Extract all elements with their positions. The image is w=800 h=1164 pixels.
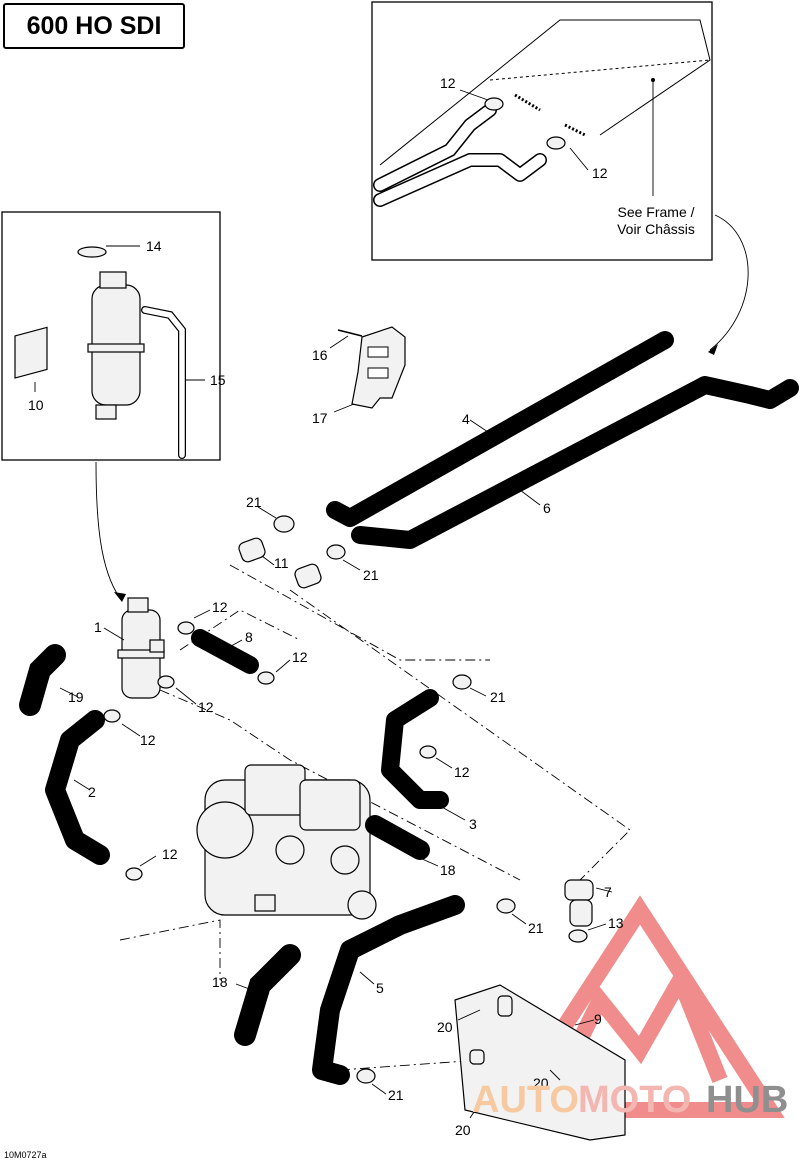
callout-18: 18 bbox=[212, 974, 228, 990]
hose-19 bbox=[19, 644, 66, 716]
reservoir-inset bbox=[1, 211, 221, 461]
callout-3: 3 bbox=[469, 816, 477, 832]
watermark-text-hub: HUB bbox=[706, 1079, 788, 1121]
hose-8 bbox=[191, 629, 259, 674]
watermark-triangle bbox=[495, 895, 785, 1118]
routing-line-a bbox=[229, 564, 490, 661]
hose-4 bbox=[326, 331, 674, 527]
watermark-text-moto: MOTO bbox=[578, 1079, 691, 1121]
clamp-13 bbox=[568, 929, 588, 943]
frame-arrow-head bbox=[708, 344, 718, 355]
callout-4: 4 bbox=[462, 411, 470, 427]
hose-18b bbox=[234, 944, 301, 1046]
clamp-12e bbox=[125, 867, 143, 881]
frame-inset bbox=[371, 1, 713, 261]
heat-exchanger-9 bbox=[454, 984, 626, 1141]
routing-line-e bbox=[119, 919, 221, 980]
drawing-reference-code: 10M0727a bbox=[4, 1150, 47, 1160]
connector-11b bbox=[294, 563, 322, 589]
engine bbox=[196, 764, 377, 920]
clamp-21b bbox=[326, 544, 346, 560]
callout-12: 12 bbox=[140, 732, 156, 748]
callout-14: 14 bbox=[146, 238, 162, 254]
callout-21: 21 bbox=[490, 689, 506, 705]
callout-20: 20 bbox=[533, 1075, 549, 1091]
clamp-12a bbox=[177, 621, 195, 635]
callout-20: 20 bbox=[455, 1122, 471, 1138]
model-title: 600 HO SDI bbox=[3, 3, 185, 49]
hose-18a bbox=[365, 815, 430, 860]
callout-10: 10 bbox=[28, 397, 44, 413]
clamp-21a bbox=[273, 515, 295, 533]
see-frame-line-1: See Frame / bbox=[617, 204, 695, 220]
callout-8: 8 bbox=[245, 629, 253, 645]
callout-16: 16 bbox=[312, 347, 328, 363]
frame-arrow bbox=[709, 214, 749, 351]
callout-12: 12 bbox=[292, 649, 308, 665]
callout-17: 17 bbox=[312, 410, 328, 426]
reservoir-1 bbox=[103, 597, 165, 699]
callout-20: 20 bbox=[437, 1019, 453, 1035]
clamp-12b bbox=[257, 671, 275, 685]
reservoir-arrow-head bbox=[114, 592, 126, 602]
see-frame-note: See Frame / Voir Châssis bbox=[596, 204, 716, 238]
bracket bbox=[329, 326, 406, 413]
callout-6: 6 bbox=[543, 500, 551, 516]
see-frame-line-2: Voir Châssis bbox=[617, 221, 695, 237]
reservoir-arrow bbox=[95, 461, 121, 599]
watermark-logo bbox=[495, 895, 785, 1118]
callout-9: 9 bbox=[594, 1011, 602, 1027]
elbow-7b bbox=[569, 899, 593, 927]
callout-15: 15 bbox=[210, 372, 226, 388]
clamp-12f bbox=[419, 745, 437, 759]
clamp-21d bbox=[496, 898, 516, 914]
hose-5 bbox=[312, 895, 465, 1085]
callout-7: 7 bbox=[604, 884, 612, 900]
clamp-21e bbox=[356, 1068, 376, 1084]
watermark-text-auto: AUTO bbox=[472, 1079, 579, 1121]
callout-21: 21 bbox=[388, 1087, 404, 1103]
callout-1: 1 bbox=[94, 619, 102, 635]
callout-12: 12 bbox=[440, 75, 456, 91]
callout-11: 11 bbox=[274, 555, 289, 571]
callout-12: 12 bbox=[454, 764, 470, 780]
routing-line-f bbox=[339, 1059, 481, 1071]
clamp-21c bbox=[452, 674, 472, 690]
hose-3 bbox=[381, 689, 466, 821]
callout-18: 18 bbox=[440, 862, 456, 878]
callout-2: 2 bbox=[88, 784, 96, 800]
callout-12: 12 bbox=[212, 599, 228, 615]
callout-12: 12 bbox=[162, 846, 178, 862]
routing-line-b bbox=[289, 589, 631, 881]
connector-11a bbox=[238, 537, 266, 563]
hose-2 bbox=[45, 710, 110, 865]
callout-19: 19 bbox=[68, 689, 84, 705]
clamp-12c bbox=[157, 675, 175, 689]
callout-5: 5 bbox=[376, 980, 384, 996]
callout-13: 13 bbox=[608, 915, 624, 931]
watermark-m-shape bbox=[552, 961, 728, 1084]
callout-21: 21 bbox=[363, 567, 379, 583]
callout-21: 21 bbox=[246, 494, 262, 510]
callout-12: 12 bbox=[198, 699, 214, 715]
callout-12: 12 bbox=[592, 165, 608, 181]
hose-6 bbox=[351, 376, 799, 549]
callout-21: 21 bbox=[528, 920, 544, 936]
